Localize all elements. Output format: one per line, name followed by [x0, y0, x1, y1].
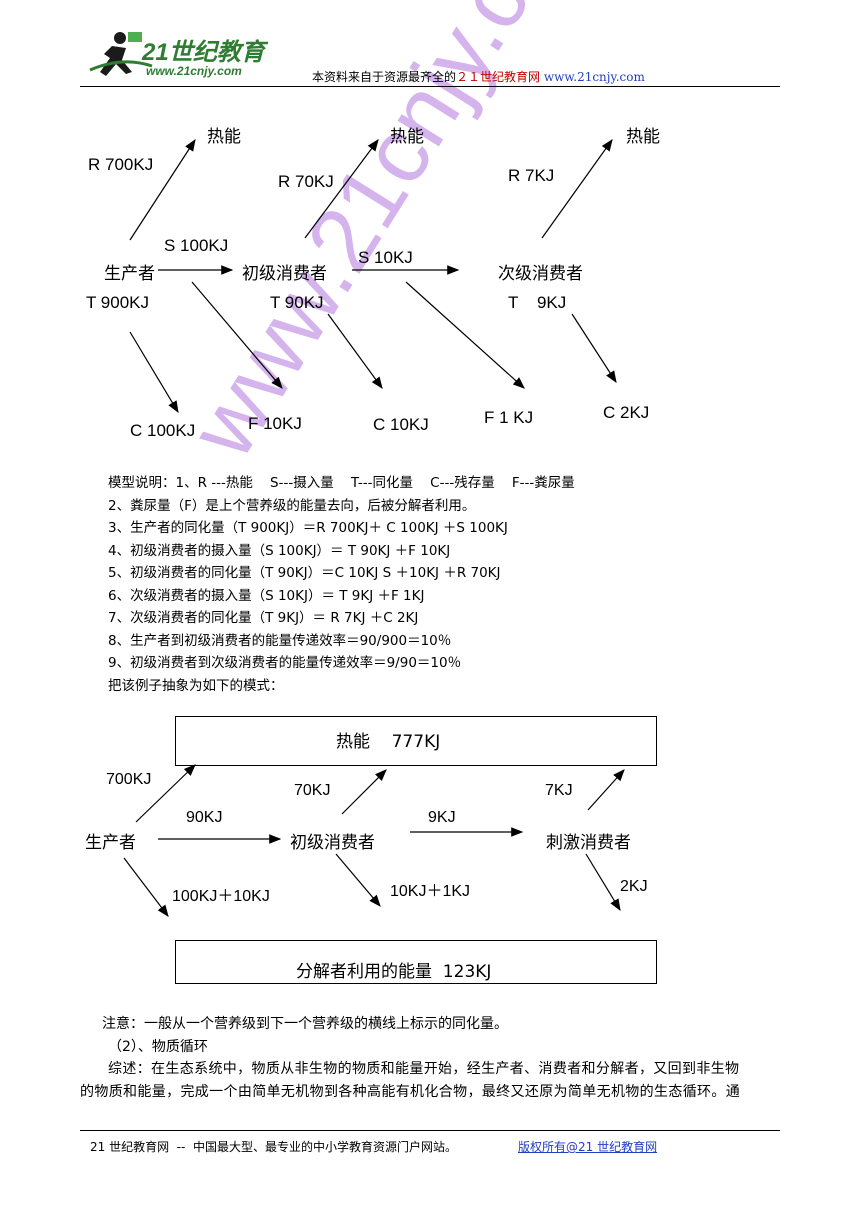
note-line-10: 把该例子抽象为如下的模式：: [108, 678, 284, 694]
t-label-secondary: T 9KJ: [508, 293, 567, 312]
note-line-1: 模型说明：1、R ---热能 S---摄入量 T---同化量 C---残存量 F…: [108, 475, 575, 491]
note-line-9: 9、初级消费者到次级消费者的能量传递效率＝9/90＝10％: [108, 655, 462, 671]
note-line-8: 8、生产者到初级消费者的能量传递效率＝90/900＝10％: [108, 633, 452, 649]
pattern-node-producer: 生产者: [85, 833, 136, 853]
heat-label-3: 热能: [626, 127, 660, 147]
down-label-primary: 10KJ＋1KJ: [390, 883, 471, 900]
note-line-3: 3、生产者的同化量（T 900KJ）＝R 700KJ＋ C 100KJ ＋S 1…: [108, 520, 508, 536]
t-label-producer: T 900KJ: [86, 293, 150, 312]
arrow-producer-heat: [129, 138, 196, 241]
s-label-producer: S 100KJ: [164, 236, 229, 255]
node-secondary-consumer: 次级消费者: [498, 264, 583, 284]
note-line-2: 2、粪尿量（F）是上个营养级的能量去向，后被分解者利用。: [108, 498, 476, 514]
summary-line-1: 综述：在生态系统中，物质从非生物的物质和能量开始，经生产者、消费者和分解者，又回…: [108, 1061, 740, 1077]
c-label-secondary: C 2KJ: [603, 403, 650, 422]
logo-url: www.21cnjy.com: [146, 64, 242, 78]
runner-logo-icon: [89, 32, 153, 76]
arrow-producer-heatbox: [135, 764, 196, 823]
decomposer-box-label: 分解者利用的能量 123KJ: [296, 962, 492, 982]
summary-line-2: 的物质和能量，完成一个由简单无机物到各种高能有机化合物，最终又还原为简单无机物的…: [80, 1084, 741, 1100]
up-label-primary: 70KJ: [294, 782, 331, 799]
c-label-producer: C 100KJ: [130, 421, 196, 440]
pattern-node-primary: 初级消费者: [290, 833, 375, 853]
footer-copyright-link[interactable]: 版权所有@21 世纪教育网: [518, 1140, 658, 1154]
arrow-feces-producer: [191, 281, 283, 389]
f-label-producer: F 10KJ: [248, 414, 302, 433]
header-source-site[interactable]: ２１世纪教育网: [456, 70, 541, 84]
footer-left: 21 世纪教育网 -- 中国最大型、最专业的中小学教育资源门户网站。: [90, 1140, 458, 1154]
note-line-5: 5、初级消费者的同化量（T 90KJ）＝C 10KJ S ＋10KJ ＋R 70…: [108, 565, 501, 581]
s-label-primary: S 10KJ: [358, 248, 413, 267]
arrow-residual-producer: [129, 331, 179, 414]
node-producer: 生产者: [104, 264, 155, 284]
heat-box-label: 热能 777KJ: [336, 732, 441, 752]
up-label-secondary: 7KJ: [545, 782, 573, 799]
note-line-7: 7、次级消费者的同化量（T 9KJ）＝ R 7KJ ＋C 2KJ: [108, 610, 419, 626]
note-paragraph: 注意：一般从一个营养级到下一个营养级的横线上标示的同化量。: [102, 1016, 508, 1032]
t-label-primary: T 90KJ: [270, 293, 324, 312]
header-source-prefix: 本资料来自于资源最齐全的: [312, 70, 457, 84]
arrow-primary-heat: [304, 139, 379, 239]
heat-box: [175, 716, 657, 766]
r-label-secondary: R 7KJ: [508, 166, 555, 185]
down-label-producer: 100KJ＋10KJ: [172, 888, 270, 905]
note-line-6: 6、次级消费者的摄入量（S 10KJ）＝ T 9KJ ＋F 1KJ: [108, 588, 425, 604]
f-label-primary: F 1 KJ: [484, 408, 534, 427]
arrow-secondary-heatbox: [587, 769, 625, 811]
c-label-primary: C 10KJ: [373, 415, 429, 434]
flow-label-primary: 9KJ: [428, 809, 456, 826]
logo-title: 21世纪教育: [142, 39, 265, 66]
heat-label-2: 热能: [390, 127, 424, 147]
arrow-residual-primary: [327, 313, 383, 389]
header-divider: [80, 86, 780, 87]
flow-label-producer: 90KJ: [186, 809, 223, 826]
arrow-secondary-heat: [541, 139, 613, 239]
header-source: 本资料来自于资源最齐全的２１世纪教育网 www.21cnjy.com: [312, 68, 645, 85]
pattern-diagram-arrows: [123, 764, 625, 917]
down-label-secondary: 2KJ: [620, 878, 648, 895]
arrow-secondary-decomposer: [585, 853, 621, 912]
header-source-url[interactable]: www.21cnjy.com: [543, 70, 645, 84]
note-line-4: 4、初级消费者的摄入量（S 100KJ）＝ T 90KJ ＋F 10KJ: [108, 543, 451, 559]
decomposer-box: [175, 940, 657, 984]
footer-divider: [80, 1130, 780, 1131]
arrow-primary-decomposer: [335, 853, 381, 907]
heat-label-1: 热能: [207, 127, 241, 147]
arrow-primary-heatbox: [341, 769, 387, 815]
energy-flow-diagram-arrows: [129, 138, 617, 414]
arrow-residual-secondary: [571, 313, 617, 384]
arrow-feces-primary: [405, 281, 525, 389]
site-logo: [82, 26, 282, 82]
r-label-producer: R 700KJ: [88, 155, 154, 174]
node-primary-consumer: 初级消费者: [242, 264, 327, 284]
arrow-producer-decomposer: [123, 857, 169, 917]
pattern-node-secondary: 刺激消费者: [546, 833, 631, 853]
section-heading: （2）、物质循环: [108, 1039, 208, 1055]
up-label-producer: 700KJ: [106, 771, 152, 788]
r-label-primary: R 70KJ: [278, 172, 334, 191]
